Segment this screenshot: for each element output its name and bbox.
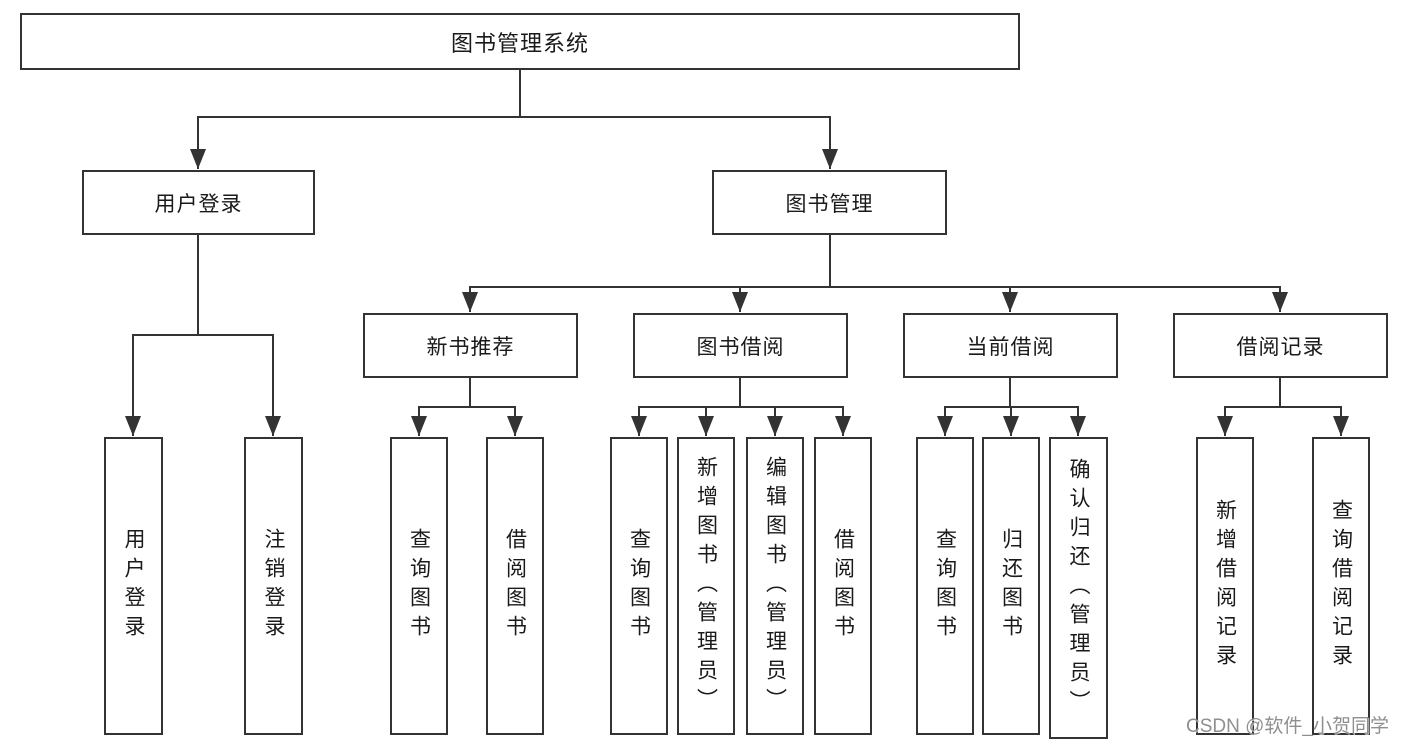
watermark: CSDN @软件_小贺同学 [1186,716,1389,737]
leaf-confirm-return-admin: 确认归还（管理员） [1049,437,1108,739]
node-book-borrowing: 图书借阅 [633,313,848,378]
node-book-management: 图书管理 [712,170,947,235]
node-current-borrowing: 当前借阅 [903,313,1118,378]
leaf-query-books-current: 查询图书 [916,437,974,735]
node-borrowing-records: 借阅记录 [1173,313,1388,378]
leaf-edit-books-admin: 编辑图书（管理员） [746,437,804,735]
leaf-query-books-recommend: 查询图书 [390,437,448,735]
leaf-logout: 注销登录 [244,437,303,735]
leaf-query-borrow-record: 查询借阅记录 [1312,437,1370,735]
node-new-book-recommendation: 新书推荐 [363,313,578,378]
leaf-query-books-borrow: 查询图书 [610,437,668,735]
leaf-return-books: 归还图书 [982,437,1040,735]
leaf-borrow-books: 借阅图书 [814,437,872,735]
node-user-login: 用户登录 [82,170,315,235]
node-root: 图书管理系统 [20,13,1020,70]
leaf-borrow-books-recommend: 借阅图书 [486,437,544,735]
leaf-add-borrow-record: 新增借阅记录 [1196,437,1254,735]
leaf-user-login: 用户登录 [104,437,163,735]
leaf-add-books-admin: 新增图书（管理员） [677,437,735,735]
